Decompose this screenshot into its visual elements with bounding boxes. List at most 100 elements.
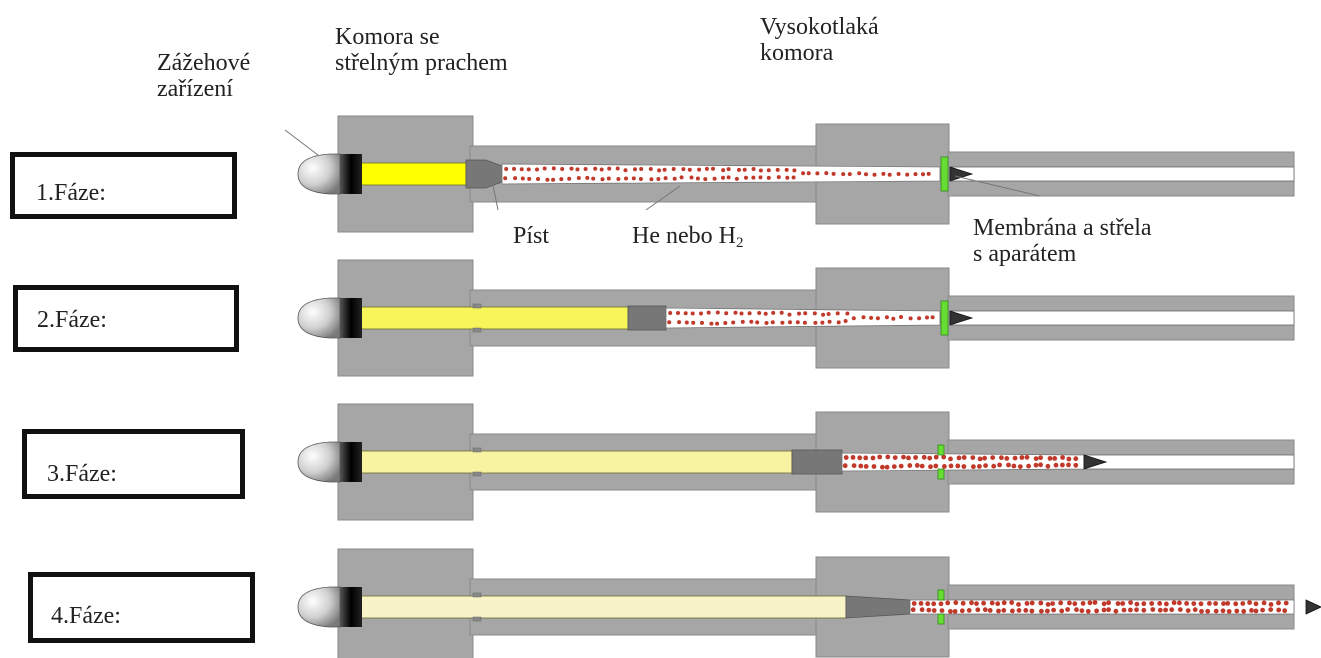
gas-particle	[802, 320, 807, 325]
gas-particle	[939, 608, 945, 613]
gas-particle	[885, 454, 891, 460]
gas-particle	[983, 463, 988, 468]
gas-particle	[925, 315, 929, 320]
powder-charge	[359, 306, 629, 330]
gas-particle	[576, 176, 581, 180]
membrane	[940, 156, 949, 192]
gas-particle	[704, 166, 709, 171]
gas-particle	[1247, 600, 1252, 605]
gas-particle	[831, 171, 836, 176]
gas-particle	[1094, 608, 1099, 614]
gas-particle	[864, 172, 868, 177]
gas-particle	[1045, 463, 1051, 469]
phase-3-label: 3.Fáze:	[47, 461, 117, 487]
gas-particle	[921, 454, 927, 460]
gas-particle	[887, 172, 892, 177]
gas-particle	[835, 311, 840, 316]
gas-particle	[990, 455, 996, 460]
gas-particle	[891, 316, 896, 321]
gas-particle	[851, 463, 857, 468]
gas-particle	[503, 176, 508, 181]
gas-particle	[791, 175, 796, 180]
membrane-fragment-top	[937, 589, 945, 601]
gas-particle	[1010, 608, 1015, 614]
igniter-plug	[340, 442, 362, 482]
igniter-leader-line	[284, 129, 319, 156]
gas-particle	[755, 320, 760, 325]
gas-particle	[845, 311, 850, 316]
piston	[791, 449, 843, 475]
gas-particle	[1199, 608, 1204, 614]
gas-particle	[737, 167, 741, 172]
gas-particle	[676, 311, 680, 315]
gas-particle	[906, 455, 911, 461]
gas-particle	[1016, 608, 1022, 613]
phase-4-label: 4.Fáze:	[51, 603, 121, 629]
gas-particle	[600, 177, 605, 182]
gas-particle	[1074, 607, 1079, 613]
launch-tube-bore	[949, 310, 1295, 326]
gas-particle	[801, 171, 806, 176]
igniter-cap	[297, 441, 341, 483]
gas-particle	[712, 176, 717, 181]
gas-particle	[1079, 608, 1085, 614]
phase-2-gun	[297, 259, 1295, 377]
gas-particle	[526, 167, 531, 172]
gas-particle	[863, 464, 869, 469]
compressed-gas-region	[501, 163, 941, 185]
gas-particle	[841, 172, 846, 177]
gas-particle	[910, 607, 916, 613]
gas-particle	[872, 172, 877, 177]
gas-particle	[952, 609, 958, 614]
gas-particle	[766, 168, 771, 173]
gas-particle	[926, 171, 931, 176]
gas-particle	[869, 315, 874, 320]
gas-particle	[512, 166, 516, 171]
gas-particle	[847, 172, 852, 177]
gas-particle	[917, 316, 922, 321]
gas-particle	[1207, 601, 1212, 606]
gas-particle	[733, 310, 738, 315]
gas-particle	[1169, 607, 1175, 613]
gas-particle	[842, 463, 848, 469]
gas-particle	[971, 464, 976, 470]
gas-particle	[982, 607, 988, 613]
gas-particle	[757, 311, 762, 315]
gas-particle	[770, 320, 775, 325]
gas-particle	[1101, 607, 1107, 613]
gas-particle	[955, 463, 961, 469]
gas-particle	[1113, 608, 1119, 614]
gas-particle	[583, 167, 588, 171]
gas-particle	[1009, 600, 1015, 605]
gas-particle	[1226, 609, 1232, 614]
projectile	[1083, 454, 1108, 470]
gas-particle	[969, 600, 974, 606]
powder-charge	[359, 595, 847, 619]
gas-particle	[787, 312, 792, 317]
gas-particle	[744, 175, 748, 180]
gas-particle	[827, 319, 832, 324]
gas-particle	[519, 167, 524, 172]
gas-particle	[575, 167, 580, 172]
gas-particle	[982, 455, 987, 461]
gas-particle	[997, 462, 1002, 468]
gas-particle	[1253, 601, 1259, 607]
gas-particle	[763, 311, 768, 316]
membrane	[940, 300, 949, 336]
seal-ring	[472, 471, 482, 477]
gas-particle	[1150, 607, 1156, 612]
gas-particle	[974, 601, 979, 606]
gas-particle	[1029, 608, 1035, 614]
gas-particle	[567, 176, 572, 181]
gas-particle	[933, 463, 939, 469]
gas-particle	[871, 464, 877, 469]
gas-particle	[1134, 607, 1139, 613]
gas-particle	[1128, 607, 1133, 613]
projectile	[1305, 599, 1321, 615]
gas-particle	[639, 167, 644, 171]
phase-2-box: 2.Fáze:	[13, 285, 239, 352]
gas-particle	[898, 463, 904, 469]
gas-particle	[995, 601, 1001, 607]
gas-particle	[775, 167, 780, 172]
gas-particle	[884, 315, 889, 320]
